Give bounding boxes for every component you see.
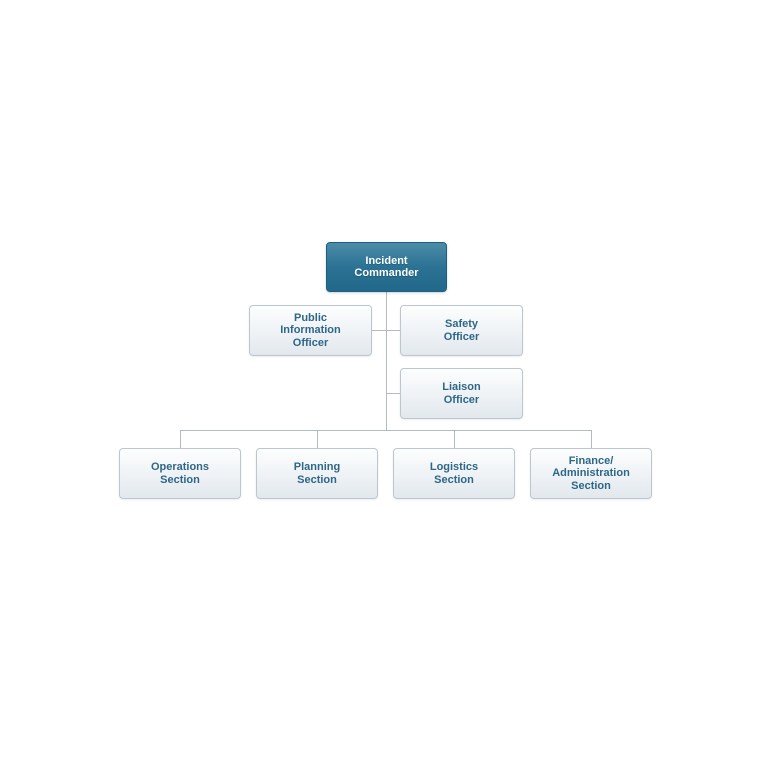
connector-officer-row-horizontal [372,330,400,331]
connector-sections-horizontal [180,430,591,431]
node-planning-section: Planning Section [256,448,378,499]
node-finance-administration-section: Finance/ Administration Section [530,448,652,499]
node-label: Liaison Officer [442,381,481,406]
node-label: Logistics Section [429,461,479,486]
node-label: Finance/ Administration Section [552,454,630,492]
node-label: Public Information Officer [280,311,341,349]
connector-stub-logistics [454,430,455,448]
node-public-information-officer: Public Information Officer [249,305,372,356]
connector-stub-operations [180,430,181,448]
node-liaison-officer: Liaison Officer [400,368,523,419]
node-incident-commander: Incident Commander [326,242,447,292]
node-label: Operations Section [150,461,210,486]
node-label: Planning Section [293,461,341,486]
connector-liaison-horizontal [387,393,400,394]
node-safety-officer: Safety Officer [400,305,523,356]
node-label: Incident Commander [354,254,419,280]
connector-stub-planning [317,430,318,448]
node-label: Safety Officer [443,318,480,343]
node-operations-section: Operations Section [119,448,241,499]
connector-stub-finance [591,430,592,448]
node-logistics-section: Logistics Section [393,448,515,499]
connector-trunk-vertical [386,292,387,430]
